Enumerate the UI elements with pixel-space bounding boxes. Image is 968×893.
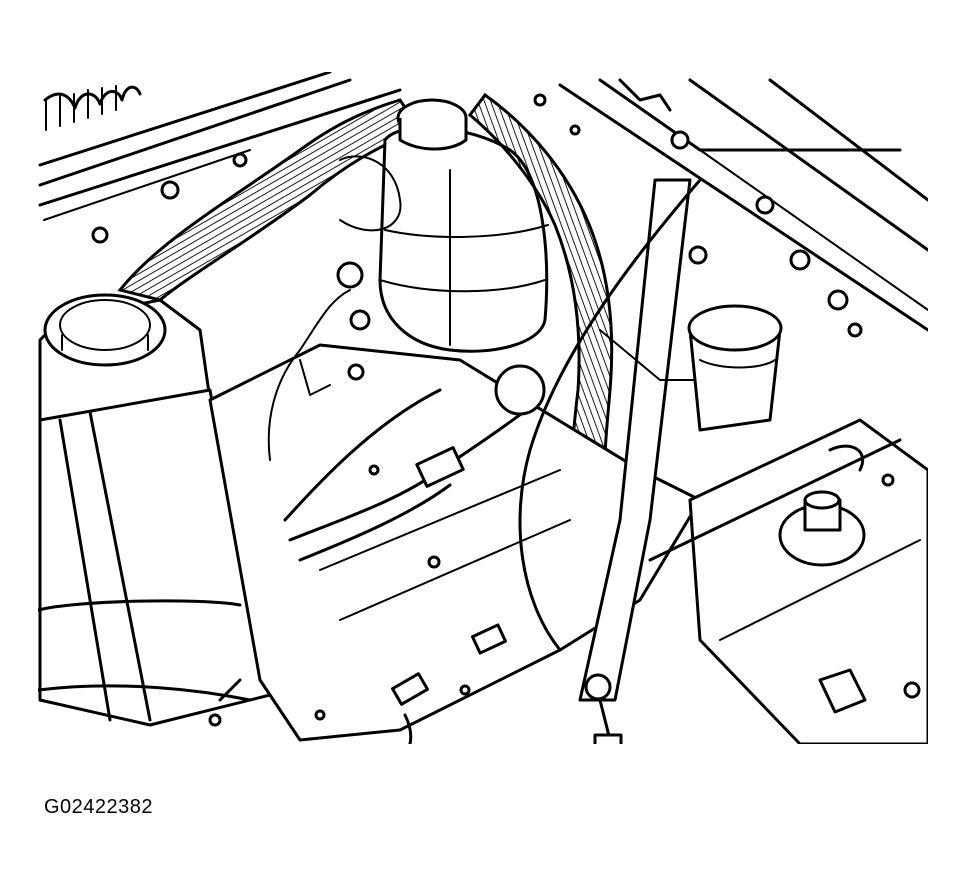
harness-connector xyxy=(391,672,429,706)
bolt-head xyxy=(349,309,371,331)
strut-pivot-bolt xyxy=(584,673,612,701)
strut-clip xyxy=(593,733,623,744)
cowl-panel-right xyxy=(533,78,928,338)
bracket xyxy=(818,668,867,714)
bolt-head xyxy=(336,261,364,289)
lower-crossmember xyxy=(38,599,252,702)
bolt-head xyxy=(533,93,547,107)
harness-connector xyxy=(415,446,465,488)
hood-support-rod xyxy=(578,178,692,744)
bolt-head xyxy=(755,195,775,215)
wiring-harness xyxy=(267,289,542,706)
fastener xyxy=(427,555,441,569)
vacuum-lines xyxy=(339,155,702,652)
sensors-and-fasteners xyxy=(91,152,708,744)
bolt-head xyxy=(789,249,811,271)
bolt-head xyxy=(688,245,708,265)
fastener xyxy=(208,713,222,727)
reservoir-cap xyxy=(43,293,167,367)
bolt-head xyxy=(91,226,109,244)
bolt-head xyxy=(160,180,180,200)
fastener xyxy=(314,709,326,721)
brake-fluid-reservoir xyxy=(687,304,783,432)
figure-id-label: G02422382 xyxy=(44,796,154,818)
cowl-panel-upper-left xyxy=(38,72,402,221)
coolant-surge-tank xyxy=(378,98,549,353)
bolt-head xyxy=(232,152,248,168)
bolt-head xyxy=(903,681,921,699)
bolt-head xyxy=(670,130,690,150)
bolt-head xyxy=(569,124,581,136)
bolt-head xyxy=(827,289,849,311)
reservoir-cap xyxy=(687,304,783,352)
bolt-head xyxy=(847,322,863,338)
sensor xyxy=(494,364,546,416)
harness-connector xyxy=(471,623,507,655)
engine-block xyxy=(208,343,702,742)
bolt-head xyxy=(347,363,365,381)
bolt-head xyxy=(881,473,895,487)
strut-tower-right xyxy=(648,418,928,744)
fastener xyxy=(368,464,380,476)
fastener xyxy=(459,684,471,696)
washer-fluid-reservoir xyxy=(38,293,292,727)
